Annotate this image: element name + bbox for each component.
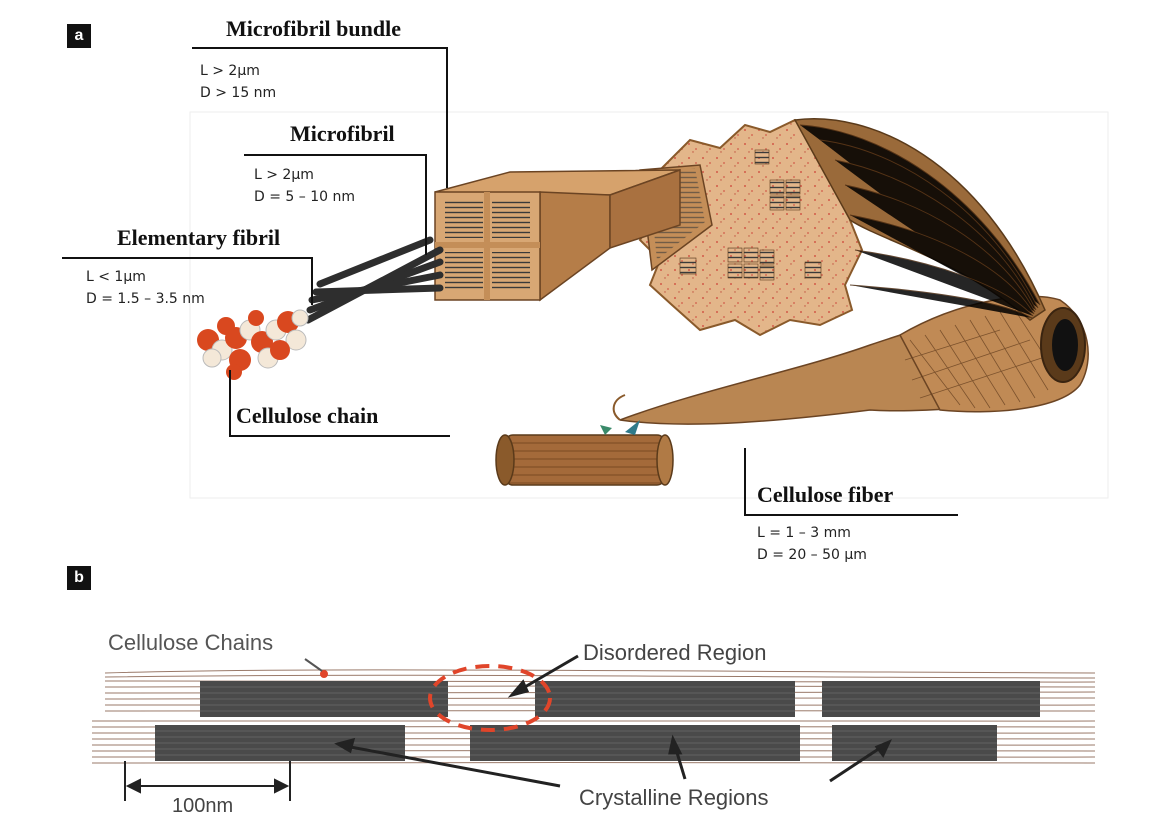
microfibril-length: L > 2μm [254,164,314,186]
elementary-fibril-length: L < 1μm [86,266,146,288]
crystalline-regions-label: Crystalline Regions [579,785,769,811]
panel-a-illustration [0,0,1164,560]
elementary-fibril-diameter: D = 1.5 – 3.5 nm [86,288,205,310]
cellulose-fiber-title: Cellulose fiber [757,482,893,508]
cellulose-chains-label: Cellulose Chains [108,630,273,656]
cellulose-chain-drawing [197,310,308,380]
cellulose-chain-title: Cellulose chain [236,403,378,429]
microfibril-title: Microfibril [290,121,395,147]
elementary-fibril-title: Elementary fibril [117,225,280,251]
disordered-region-label: Disordered Region [583,640,766,666]
bundle-length: L > 2μm [200,60,260,82]
scale-bar-label: 100nm [172,795,233,818]
microfibril-diameter: D = 5 – 10 nm [254,186,355,208]
bundle-diameter: D > 15 nm [200,82,276,104]
wood-log-drawing [496,420,673,485]
cellulose-fiber-length: L = 1 – 3 mm [757,522,851,544]
elementary-fibrils-drawing [308,240,440,320]
bundle-title: Microfibril bundle [226,16,401,42]
cellulose-fiber-diameter: D = 20 – 50 μm [757,544,867,566]
